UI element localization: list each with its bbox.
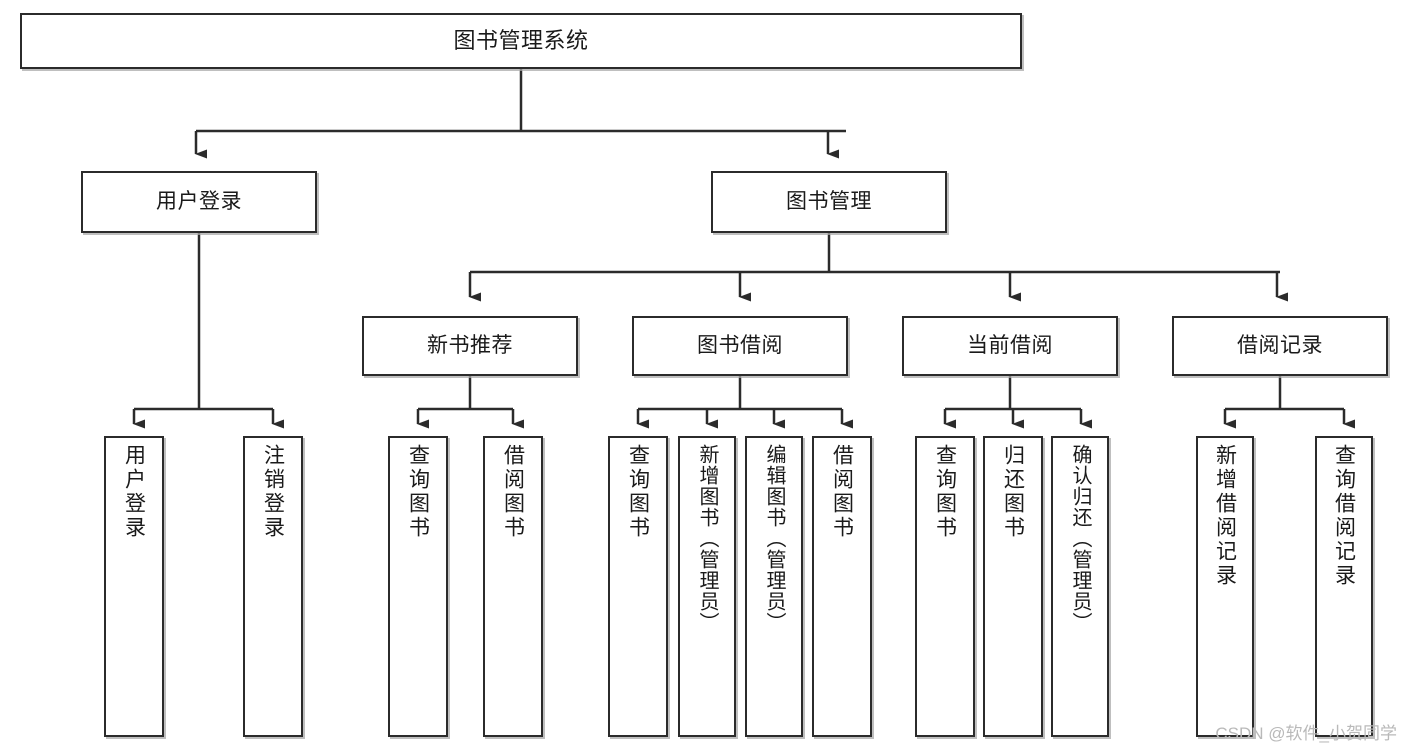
leaf-book-borrow-add-book-admin[interactable]: 新增图书（管理员） <box>678 436 736 737</box>
node-label: 图书管理 <box>786 189 872 213</box>
node-label: 查询图书 <box>626 444 650 540</box>
leaf-book-borrow-borrow-book[interactable]: 借阅图书 <box>812 436 872 737</box>
leaf-user-login-login[interactable]: 用户登录 <box>104 436 164 737</box>
node-label: 查询借阅记录 <box>1332 444 1356 588</box>
leaf-current-borrow-return-book[interactable]: 归还图书 <box>983 436 1043 737</box>
node-label: 注销登录 <box>261 444 285 540</box>
node-label: 新书推荐 <box>427 333 513 357</box>
node-label: 确认归还（管理员） <box>1069 444 1091 633</box>
node-current-borrow[interactable]: 当前借阅 <box>902 316 1118 376</box>
node-label: 用户登录 <box>122 444 146 540</box>
node-book-borrow[interactable]: 图书借阅 <box>632 316 848 376</box>
leaf-book-borrow-query-book[interactable]: 查询图书 <box>608 436 668 737</box>
node-label: 图书管理系统 <box>453 28 589 54</box>
node-label: 用户登录 <box>156 189 242 213</box>
leaf-current-borrow-query-book[interactable]: 查询图书 <box>915 436 975 737</box>
node-label: 编辑图书（管理员） <box>763 444 785 633</box>
node-label: 借阅图书 <box>501 444 525 540</box>
csdn-watermark: CSDN @软件_小贺同学 <box>1215 724 1397 743</box>
node-label: 借阅记录 <box>1237 333 1323 357</box>
leaf-book-borrow-edit-book-admin[interactable]: 编辑图书（管理员） <box>745 436 803 737</box>
node-label: 归还图书 <box>1001 444 1025 540</box>
node-user-login[interactable]: 用户登录 <box>81 171 317 233</box>
node-root-book-management-system[interactable]: 图书管理系统 <box>20 13 1022 69</box>
node-borrow-record[interactable]: 借阅记录 <box>1172 316 1388 376</box>
node-book-management[interactable]: 图书管理 <box>711 171 947 233</box>
leaf-borrow-record-add-record[interactable]: 新增借阅记录 <box>1196 436 1254 737</box>
leaf-borrow-record-query-record[interactable]: 查询借阅记录 <box>1315 436 1373 737</box>
leaf-new-book-query-book[interactable]: 查询图书 <box>388 436 448 737</box>
leaf-user-login-logout[interactable]: 注销登录 <box>243 436 303 737</box>
leaf-current-borrow-confirm-return-admin[interactable]: 确认归还（管理员） <box>1051 436 1109 737</box>
node-label: 查询图书 <box>933 444 957 540</box>
node-label: 查询图书 <box>406 444 430 540</box>
node-label: 新增借阅记录 <box>1213 444 1237 588</box>
leaf-new-book-borrow-book[interactable]: 借阅图书 <box>483 436 543 737</box>
node-new-book-recommend[interactable]: 新书推荐 <box>362 316 578 376</box>
node-label: 当前借阅 <box>967 333 1053 357</box>
node-label: 新增图书（管理员） <box>696 444 718 633</box>
node-label: 图书借阅 <box>697 333 783 357</box>
node-label: 借阅图书 <box>830 444 854 540</box>
